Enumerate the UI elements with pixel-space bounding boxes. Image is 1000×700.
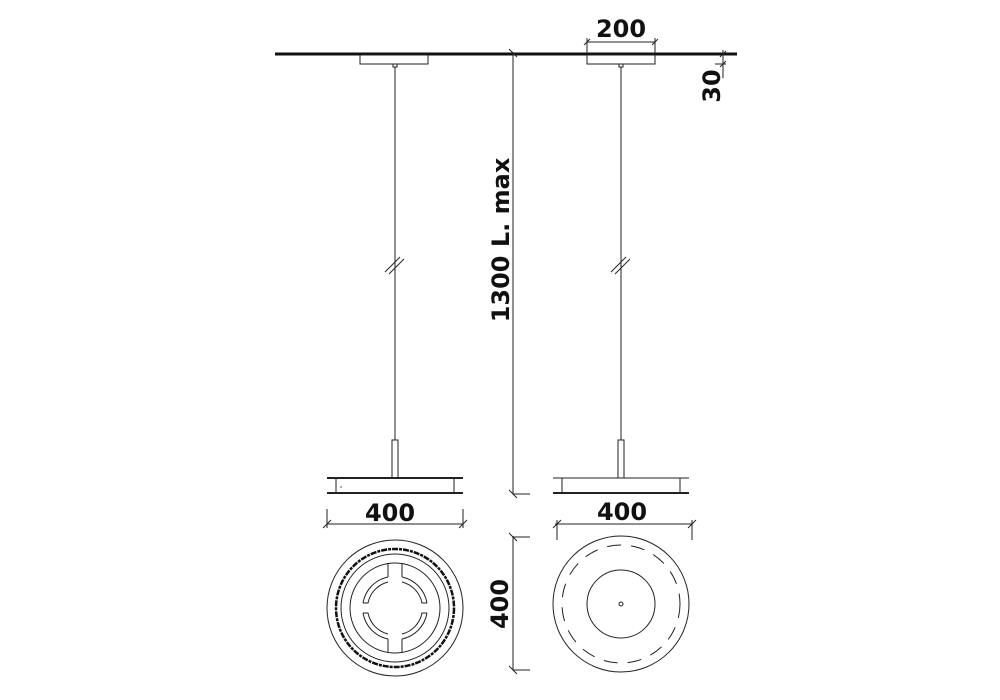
length-label: 1300 L. max — [487, 157, 515, 322]
left-diameter-label: 400 — [365, 499, 415, 527]
canopy-width-label: 200 — [596, 15, 646, 43]
right-elevation — [553, 54, 689, 494]
right-diameter-label: 400 — [597, 498, 647, 526]
right-diameter-dimension: 400 — [552, 498, 697, 540]
left-plan-view — [326, 539, 464, 677]
length-dimension: 1300 L. max — [487, 48, 530, 499]
plan-diameter-dimension: 400 — [486, 532, 530, 675]
canopy-height-dimension: 30 — [698, 50, 727, 103]
plan-diameter-label: 400 — [486, 579, 514, 629]
left-elevation — [327, 54, 463, 494]
right-plan-view — [552, 535, 690, 673]
canopy-height-label: 30 — [698, 69, 726, 102]
left-diameter-dimension: 400 — [322, 499, 468, 529]
canopy-width-dimension: 200 — [583, 15, 659, 54]
